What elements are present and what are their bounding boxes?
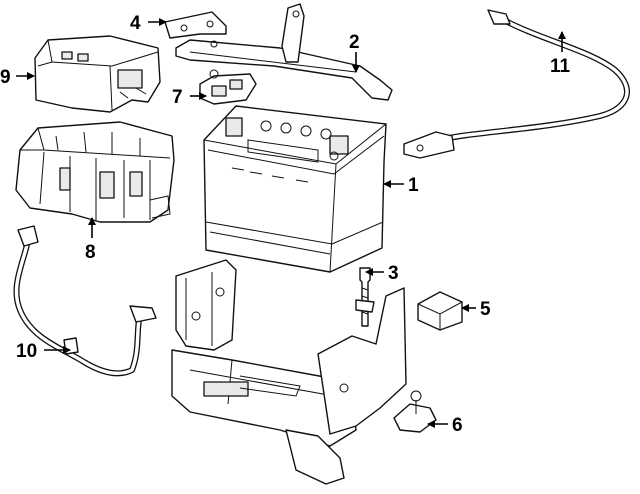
part-fuse-relay-box [15, 121, 175, 223]
callout-2: 2 [349, 32, 360, 53]
part-small-bracket [164, 11, 227, 39]
callout-labels: 1 2 3 4 5 6 7 8 9 10 11 [0, 13, 571, 436]
callout-3: 3 [388, 263, 399, 284]
callout-10: 10 [16, 341, 37, 362]
part-ground-bracket [393, 390, 437, 433]
part-bolt [355, 267, 375, 327]
callout-7: 7 [172, 87, 183, 108]
callout-6: 6 [452, 415, 463, 436]
part-terminal-clamp [199, 69, 257, 105]
part-battery-tray [171, 259, 407, 485]
callout-4: 4 [130, 13, 141, 34]
part-negative-cable [13, 225, 157, 377]
part-small-block [417, 291, 463, 331]
callout-1: 1 [408, 175, 419, 196]
callout-8: 8 [85, 242, 96, 263]
part-battery [203, 105, 387, 273]
callout-5: 5 [480, 299, 491, 320]
callout-11: 11 [550, 56, 571, 77]
part-fuse-box-cover [34, 35, 161, 113]
part-positive-cable [403, 9, 630, 159]
part-hold-down-bracket [175, 3, 393, 101]
callout-9: 9 [0, 67, 11, 88]
leader-lines [16, 18, 566, 428]
